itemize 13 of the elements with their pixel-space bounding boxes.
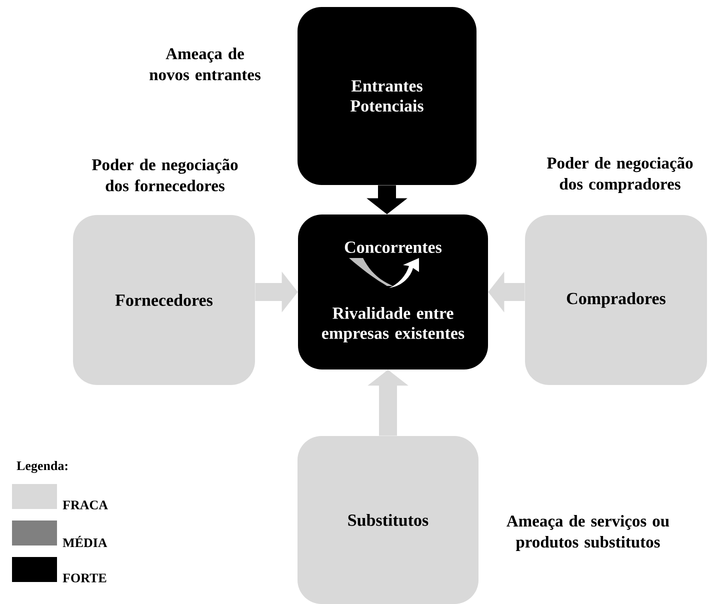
caption-text: Ameaça de serviços ou produtos substitutos bbox=[506, 515, 670, 551]
legend-title: Legenda: bbox=[16, 461, 68, 473]
caption-text: Poder de negociação dos compradores bbox=[546, 156, 693, 193]
process-box: Fornecedores bbox=[73, 214, 255, 385]
caption-text: Poder de negociação dos fornecedores bbox=[92, 158, 238, 192]
process-box: Entrantes Potenciais bbox=[298, 6, 476, 185]
process-box: Concorrentes Rivalidade entre empresas existentes bbox=[298, 214, 488, 370]
process-box: Compradores bbox=[525, 214, 707, 385]
legend-label: FORTE bbox=[62, 574, 106, 582]
caption-text: Ameaça de novos entrantes bbox=[150, 48, 261, 80]
process-box: Substitutos bbox=[298, 436, 478, 604]
legend-label: FRACA bbox=[62, 500, 108, 510]
legend-label: MÉDIA bbox=[62, 536, 108, 548]
